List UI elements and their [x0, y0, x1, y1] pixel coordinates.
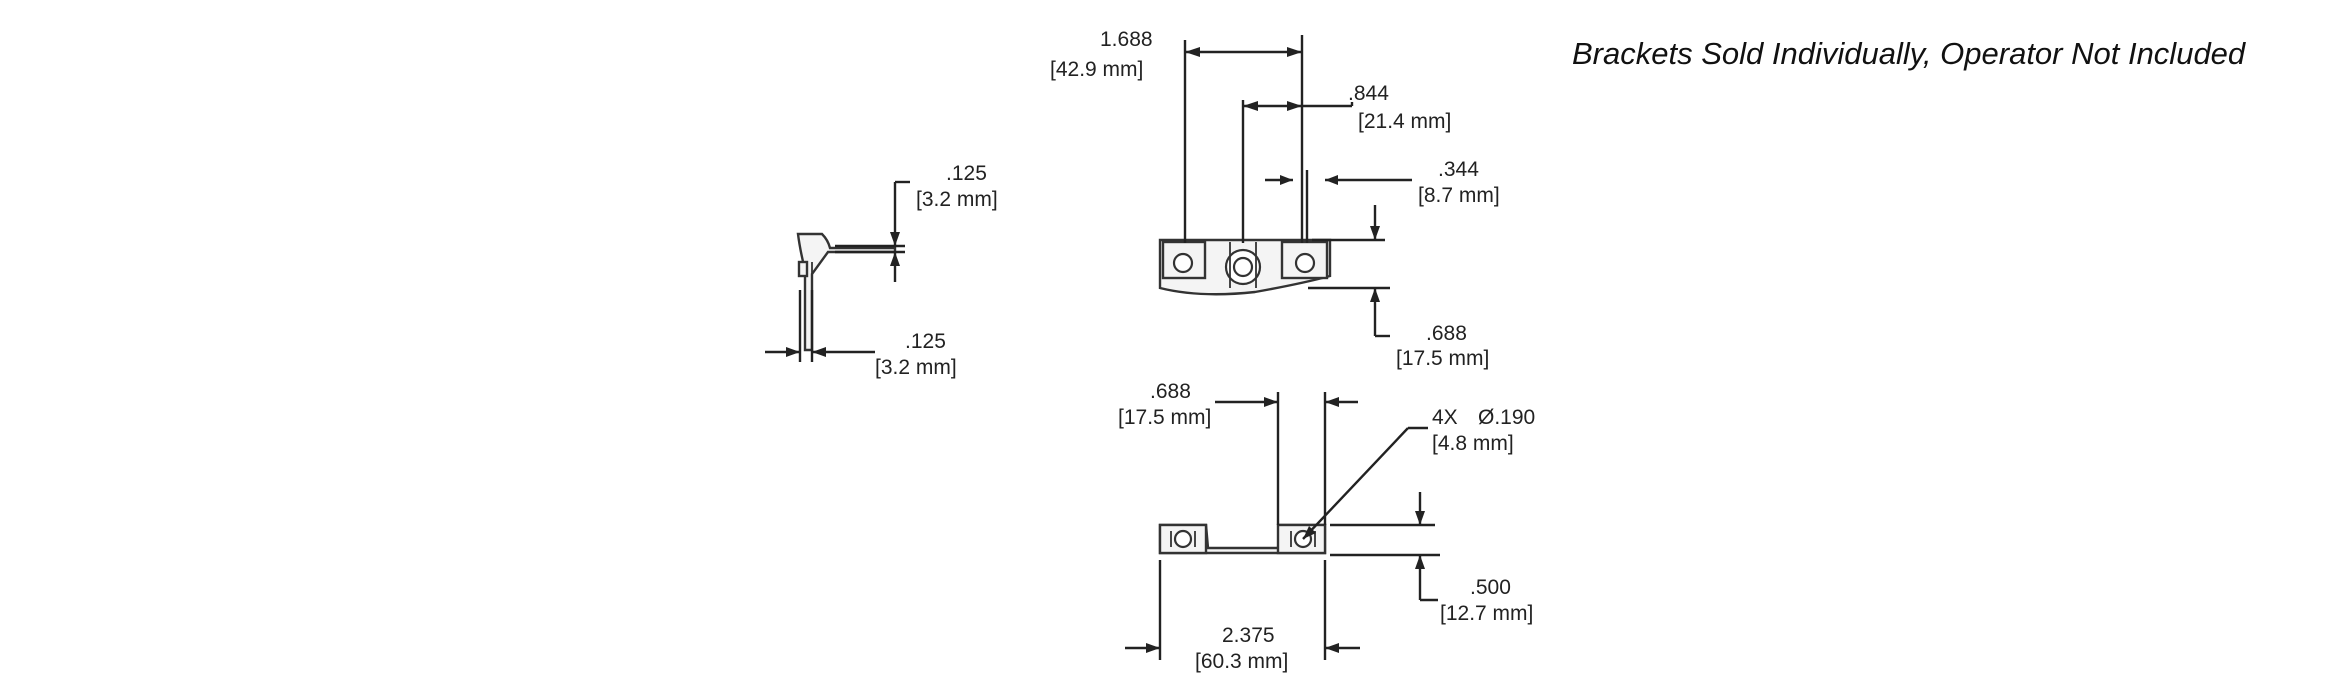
side-offset-inch: .125 — [905, 330, 946, 353]
side-offset-mm: [3.2 mm] — [875, 356, 957, 379]
ear-width-mm: [8.7 mm] — [1418, 184, 1500, 207]
overall-width-mm: [60.3 mm] — [1195, 650, 1288, 673]
hole-diameter-mm: [4.8 mm] — [1432, 432, 1514, 455]
top-width-mm: [42.9 mm] — [1050, 58, 1143, 81]
front-left-hole — [1173, 529, 1193, 549]
sales-note: Brackets Sold Individually, Operator Not… — [1572, 36, 2247, 71]
depth-mm: [17.5 mm] — [1396, 347, 1489, 370]
front-right-ear — [1276, 523, 1327, 555]
side-view: .125 [3.2 mm] .125 [3.2 mm] — [765, 162, 998, 379]
half-width-inch: .844 — [1348, 82, 1389, 105]
ear-width-inch: .344 — [1438, 158, 1479, 181]
front-ear-mm: [17.5 mm] — [1118, 406, 1211, 429]
hole-qty: 4X — [1432, 406, 1458, 429]
front-view: .688 [17.5 mm] 4X Ø.190 [4.8 mm] .500 [1… — [1118, 380, 1535, 673]
top-left-hole — [1172, 252, 1194, 274]
top-width-inch: 1.688 — [1100, 28, 1153, 51]
front-height-inch: .500 — [1470, 576, 1511, 599]
depth-inch: .688 — [1426, 322, 1467, 345]
side-thickness-mm: [3.2 mm] — [916, 188, 998, 211]
side-view-bracket-profile — [796, 232, 897, 352]
front-ear-inch: .688 — [1150, 380, 1191, 403]
top-view: 1.688 [42.9 mm] .844 [21.4 mm] .344 [8.7… — [1050, 28, 1500, 370]
half-width-mm: [21.4 mm] — [1358, 110, 1451, 133]
top-right-hole — [1294, 252, 1316, 274]
side-tab — [797, 260, 809, 278]
side-thickness-inch: .125 — [946, 162, 987, 185]
center-hole — [1232, 256, 1254, 278]
hole-diameter: Ø.190 — [1478, 406, 1535, 429]
overall-width-inch: 2.375 — [1222, 624, 1275, 647]
front-height-mm: [12.7 mm] — [1440, 602, 1533, 625]
